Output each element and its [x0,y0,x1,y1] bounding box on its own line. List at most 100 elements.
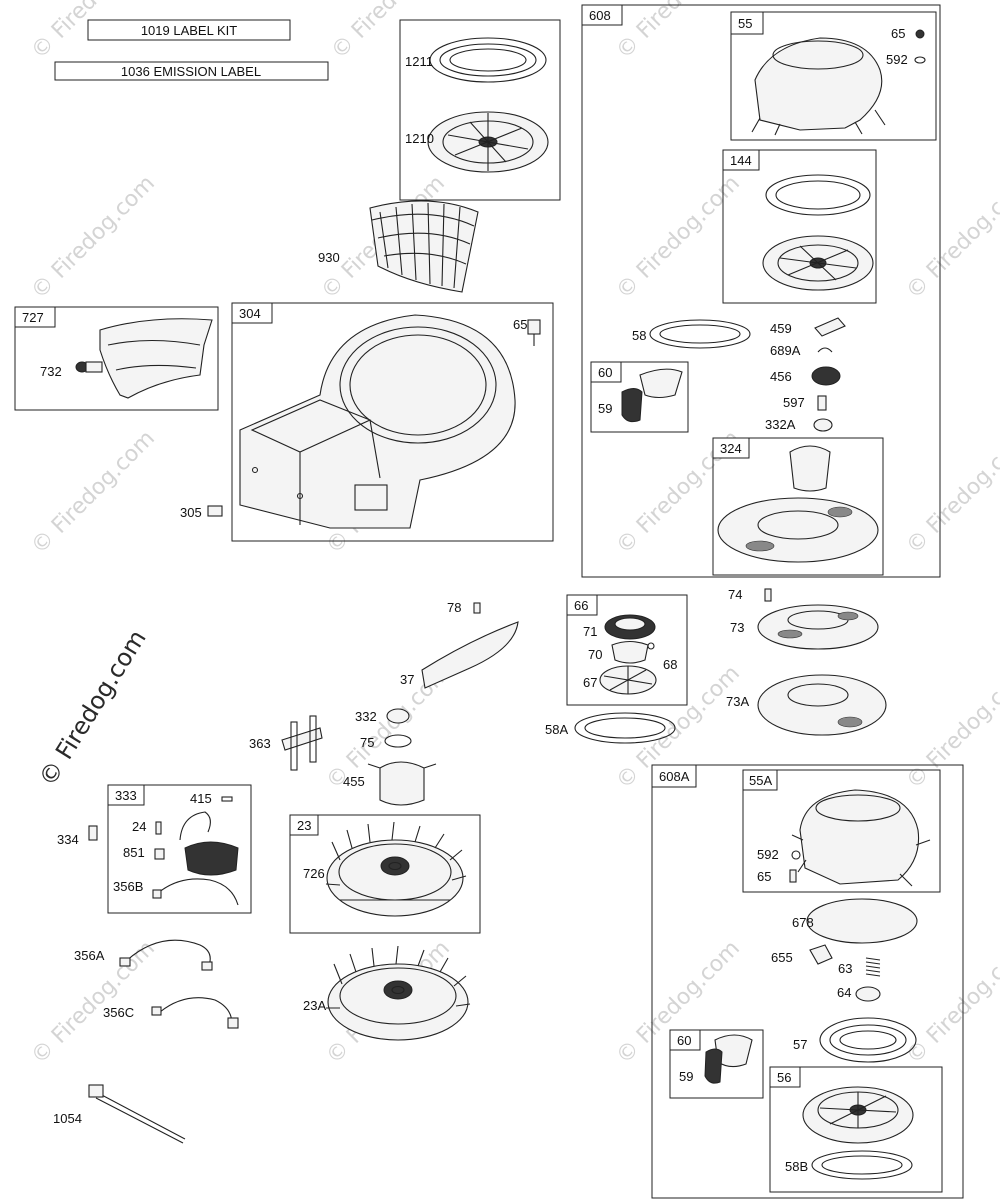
part-label-24: 24 [132,819,146,834]
assembly-55: 55 65 592 [730,11,937,141]
label-kit-box: 1019 LABEL KIT [87,19,291,41]
part-label-415: 415 [190,791,212,806]
part-label-68: 68 [663,657,677,672]
part-label-59-608A: 59 [679,1069,693,1084]
assembly-60-handle: 60 59 [590,361,689,433]
rotating-screen-930: 930 [318,200,479,293]
watermark: © Firedog.com [27,426,160,559]
assembly-tag-608A: 608A [659,769,690,784]
nut-332 [386,708,410,724]
assembly-324: 324 [712,437,884,576]
assembly-727: 727 732 [14,306,219,411]
washer-75 [384,734,412,748]
dog-459 [814,317,846,337]
watermark: © Firedog.com [902,171,1000,304]
part-label-63: 63 [838,961,852,976]
part-label-689A: 689A [770,343,801,358]
assembly-tag-144: 144 [730,153,752,168]
screw-597 [817,395,827,411]
part-label-851: 851 [123,845,145,860]
part-label-74: 74 [728,587,742,602]
watermark: © Firedog.com [902,426,1000,559]
part-label-23A: 23A [303,998,326,1013]
assembly-608-starter: 608 55 65 592 144 58 [581,4,941,578]
part-label-59-608: 59 [598,401,612,416]
part-label-1210: 1210 [405,131,434,146]
part-label-332A: 332A [765,417,796,432]
watermark: © Firedog.com [612,0,745,64]
part-label-78: 78 [447,600,461,615]
assembly-tag-727: 727 [22,310,44,325]
part-label-65-55: 65 [891,26,905,41]
watermark: © Firedog.com [902,936,1000,1069]
part-label-334: 334 [57,832,79,847]
part-label-65-top: 65 [513,317,527,332]
assembly-333-ignition: 333 415 24 851 356B [107,784,252,914]
cover-73: 74 73 [728,587,879,650]
wire-356A [124,939,211,969]
part-label-456: 456 [770,369,792,384]
spring-63 [865,957,881,977]
emission-label-box: 1036 EMISSION LABEL [54,61,329,81]
watermark-prominent: © Firedog.com [33,625,151,791]
assembly-tag-324: 324 [720,441,742,456]
assembly-66: 66 71 70 68 67 [566,594,688,706]
assembly-tag-56: 56 [777,1070,791,1085]
part-label-305: 305 [180,505,202,520]
part-label-332: 332 [355,709,377,724]
part-label-592-55A: 592 [757,847,779,862]
part-label-678: 678 [792,915,814,930]
spring-pulley-group: 1211 1210 [399,19,561,201]
part-label-70: 70 [588,647,602,662]
wire-356C [159,997,233,1025]
part-label-356B: 356B [113,879,143,894]
part-label-73: 73 [730,620,744,635]
watermark: © Firedog.com [902,661,1000,794]
spring-57 [819,1017,917,1063]
cable-tie-1054: 1054 [53,1084,186,1144]
part-label-58B: 58B [785,1159,808,1174]
rope-58A [574,712,676,744]
rope-58 [649,319,751,349]
part-label-37: 37 [400,672,414,687]
assembly-tag-66: 66 [574,598,588,613]
cup-455 [367,761,437,806]
watermark: © Firedog.com [612,171,745,304]
assembly-144: 144 [722,149,877,304]
screw-334 [88,825,98,841]
part-label-363: 363 [249,736,271,751]
part-label-356A: 356A [74,948,105,963]
washer-64 [855,986,881,1002]
assembly-60-handle-608A: 60 59 [669,1029,764,1099]
part-label-65-55A: 65 [757,869,771,884]
part-label-57: 57 [793,1037,807,1052]
assembly-tag-60-608A: 60 [677,1033,691,1048]
part-label-67: 67 [583,675,597,690]
watermark: © Firedog.com [27,171,160,304]
part-label-73A: 73A [726,694,749,709]
assembly-608A-starter: 608A 55A 592 65 678 655 63 64 57 60 [651,764,964,1199]
assembly-23-flywheel: 23 726 [289,814,481,934]
part-label-455: 455 [343,774,365,789]
part-label-655: 655 [771,950,793,965]
assembly-tag-608: 608 [589,8,611,23]
part-label-75: 75 [360,735,374,750]
assembly-304-blower-housing: 304 65 305 [180,302,554,542]
part-label-58A: 58A [545,722,568,737]
watermark: © Firedog.com [327,0,460,64]
nut-332A [813,418,833,432]
part-label-597: 597 [783,395,805,410]
retainer-456 [811,366,841,386]
clip-689A [817,347,833,353]
part-label-58: 58 [632,328,646,343]
part-label-1054: 1054 [53,1111,82,1126]
plate-678 [806,898,918,944]
label-kit-text: 1019 LABEL KIT [141,23,237,38]
dog-655 [809,944,833,965]
part-label-732: 732 [40,364,62,379]
part-label-71: 71 [583,624,597,639]
assembly-56-pulley: 56 58B [769,1066,943,1193]
part-label-592-55: 592 [886,52,908,67]
